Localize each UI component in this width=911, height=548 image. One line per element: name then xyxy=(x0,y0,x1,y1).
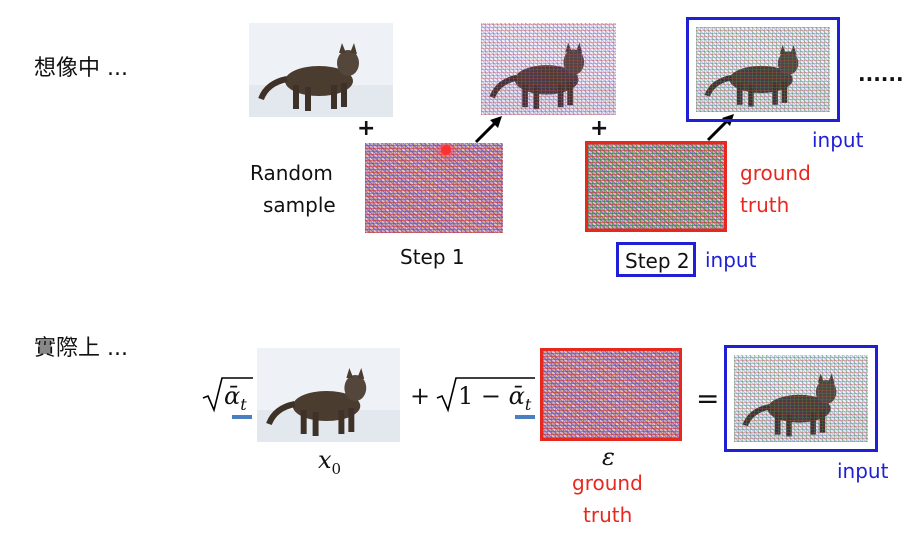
x0-label: x0 xyxy=(318,446,341,478)
x-subscript: 0 xyxy=(331,459,342,478)
bottom-ground-truth-label-1: ground xyxy=(572,471,643,495)
plus-sign-2: + xyxy=(590,116,609,141)
random-noise-image xyxy=(365,143,503,233)
top-input-box xyxy=(686,17,840,122)
sqrt-symbol-icon xyxy=(202,377,253,413)
plus-sign-1: + xyxy=(357,116,376,141)
plus-operator: + xyxy=(410,382,431,410)
top-heading: 想像中 ... xyxy=(34,56,128,81)
step2-input-label: input xyxy=(705,248,757,272)
one-minus-text: 1 − xyxy=(458,382,509,410)
step2-label: Step 2 xyxy=(625,249,690,273)
top-input-label: input xyxy=(812,128,864,152)
step1-label: Step 1 xyxy=(400,245,465,269)
random-sample-label-2: sample xyxy=(263,193,336,217)
alpha-underline-1 xyxy=(232,415,252,419)
cat-illustration xyxy=(257,348,400,442)
top-noisy-cat-image xyxy=(696,27,830,112)
bottom-input-label: input xyxy=(837,459,889,483)
epsilon-label: ε xyxy=(602,443,615,471)
cat-illustration xyxy=(249,23,393,117)
epsilon-noise-image xyxy=(543,351,679,438)
ellipsis: ...... xyxy=(858,62,904,86)
top-ground-truth-label-2: truth xyxy=(740,193,790,217)
sqrt-symbol-icon xyxy=(436,377,535,413)
alpha-bar-symbol: ᾱ xyxy=(224,382,241,410)
epsilon-noise-box xyxy=(540,348,682,441)
equals-operator: = xyxy=(696,382,720,415)
bottom-ground-truth-label-2: truth xyxy=(583,503,633,527)
cursor-dot-icon xyxy=(441,145,451,155)
step2-box: Step 2 xyxy=(616,242,696,277)
x-symbol: x xyxy=(318,446,332,474)
alpha-subscript-2: t xyxy=(524,394,532,414)
ground-truth-noise-box xyxy=(585,141,727,232)
alpha-bar-symbol-2: ᾱ xyxy=(508,382,525,410)
alpha-underline-2 xyxy=(515,415,535,419)
bottom-noisy-cat-image xyxy=(734,355,868,442)
step1-output-image xyxy=(481,23,616,115)
clean-cat-image xyxy=(249,23,393,117)
top-ground-truth-label-1: ground xyxy=(740,161,811,185)
bottom-heading: 實際上 ... xyxy=(34,336,128,361)
epsilon-symbol: ε xyxy=(602,443,615,471)
random-sample-label-1: Random xyxy=(250,161,333,185)
bottom-input-box xyxy=(724,345,878,452)
cat-illustration xyxy=(696,27,830,112)
cat-illustration xyxy=(481,23,616,115)
alpha-subscript: t xyxy=(240,394,247,414)
ground-truth-noise-image xyxy=(588,144,724,229)
cat-illustration xyxy=(734,355,868,442)
arrow-icon-1 xyxy=(474,116,502,144)
x0-cat-image xyxy=(257,348,400,442)
